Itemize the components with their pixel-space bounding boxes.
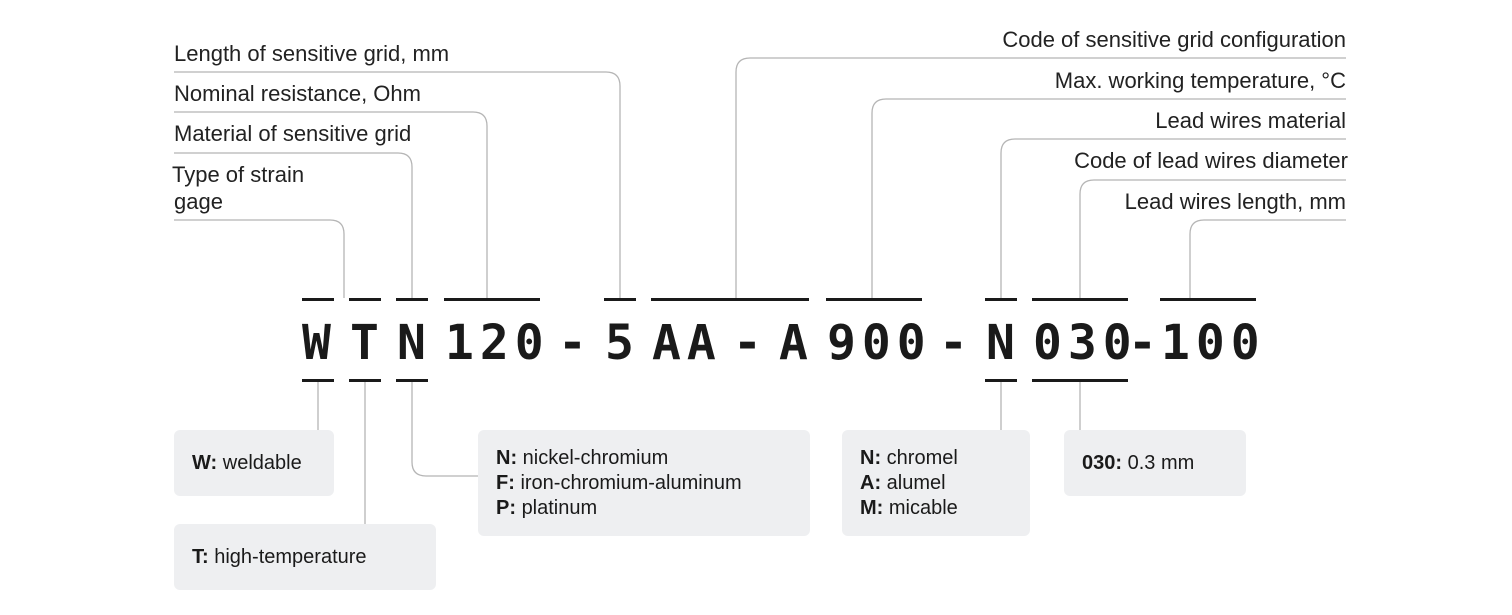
- list-item: F: iron-chromium-aluminum: [496, 471, 792, 496]
- bar-top-n: [396, 298, 428, 301]
- label-type-line1: Type of strain: [172, 162, 305, 187]
- bar-top-t: [349, 298, 381, 301]
- label-length-of-grid: Length of sensitive grid, mm: [174, 41, 450, 66]
- list-item: M: micable: [860, 496, 1012, 521]
- box-key: 030:: [1082, 451, 1123, 474]
- bar-bottom-n: [396, 379, 428, 382]
- label-nominal-resistance: Nominal resistance, Ohm: [174, 81, 421, 106]
- box-key: N:: [496, 446, 518, 469]
- bar-bottom-dia: [1032, 379, 1128, 382]
- code-temperature: 900: [827, 315, 932, 371]
- box-desc: high-temperature: [214, 545, 367, 568]
- box-key: T:: [192, 545, 209, 568]
- code-lead-material-n: N: [986, 315, 1021, 371]
- box-key: P:: [496, 496, 516, 519]
- bar-top-res: [444, 298, 540, 301]
- code-configuration: AA: [652, 315, 722, 371]
- leader-resistance: [174, 111, 488, 298]
- list-item: N: chromel: [860, 446, 1012, 471]
- leader-config: [735, 57, 1346, 298]
- code-type-w: W: [302, 315, 337, 371]
- leader-lead-material: [1000, 138, 1346, 298]
- label-lead-diameter: Code of lead wires diameter: [1074, 148, 1348, 173]
- bar-top-dia: [1032, 298, 1128, 301]
- box-desc: nickel-chromium: [522, 446, 669, 469]
- box-desc: chromel: [886, 446, 958, 469]
- bar-bottom-t: [349, 379, 381, 382]
- code-resistance: 120: [445, 315, 550, 371]
- bar-top-n2: [985, 298, 1017, 301]
- bar-bottom-n2: [985, 379, 1017, 382]
- label-lead-material: Lead wires material: [1155, 108, 1346, 133]
- bar-top-cfg: [651, 298, 809, 301]
- bar-top-w: [302, 298, 334, 301]
- box-key: M:: [860, 496, 884, 519]
- box-desc: 0.3 mm: [1127, 451, 1195, 474]
- leader-lead-length: [1189, 219, 1346, 298]
- label-grid-configuration: Code of sensitive grid configuration: [1002, 27, 1346, 52]
- box-high-temperature: T: high-temperature: [174, 524, 436, 590]
- leader-max-temp: [871, 98, 1346, 298]
- box-desc: micable: [888, 496, 958, 519]
- code-dash-4: -: [1128, 315, 1163, 371]
- code-prefix-a: A: [779, 315, 814, 371]
- bar-top-temp: [826, 298, 922, 301]
- box-key: W:: [192, 451, 218, 474]
- box-lead-diameter: 030: 0.3 mm: [1064, 430, 1246, 496]
- box-key: F:: [496, 471, 515, 494]
- box-key: N:: [860, 446, 882, 469]
- label-grid-material: Material of sensitive grid: [174, 121, 412, 146]
- bar-top-len: [604, 298, 636, 301]
- code-material-n: N: [397, 315, 432, 371]
- label-type-line2: gage: [174, 189, 223, 214]
- list-item: A: alumel: [860, 471, 1012, 496]
- list-item: P: platinum: [496, 496, 792, 521]
- label-lead-length: Lead wires length, mm: [1124, 189, 1346, 214]
- code-dash-1: -: [558, 315, 593, 371]
- leader-n-box: [411, 382, 478, 477]
- leader-material: [174, 152, 413, 298]
- code-dash-2: -: [733, 315, 768, 371]
- box-desc: weldable: [222, 451, 302, 474]
- code-length: 5: [605, 315, 640, 371]
- code-dash-3: -: [939, 315, 974, 371]
- box-desc: iron-chromium-aluminum: [520, 471, 742, 494]
- box-lead-materials: N: chromel A: alumel M: micable: [842, 430, 1030, 536]
- box-grid-materials: N: nickel-chromium F: iron-chromium-alum…: [478, 430, 810, 536]
- label-max-temperature: Max. working temperature, °C: [1054, 68, 1346, 93]
- box-desc: platinum: [521, 496, 598, 519]
- box-weldable: W: weldable: [174, 430, 334, 496]
- box-key: A:: [860, 471, 882, 494]
- bar-bottom-w: [302, 379, 334, 382]
- list-item: N: nickel-chromium: [496, 446, 792, 471]
- code-lead-length: 100: [1161, 315, 1266, 371]
- box-desc: alumel: [886, 471, 946, 494]
- bar-top-leadlen: [1160, 298, 1256, 301]
- leader-type: [174, 219, 345, 298]
- code-diameter: 030: [1033, 315, 1138, 371]
- leader-length: [174, 71, 621, 298]
- leader-lead-diameter: [1079, 179, 1346, 298]
- code-type-t: T: [350, 315, 385, 371]
